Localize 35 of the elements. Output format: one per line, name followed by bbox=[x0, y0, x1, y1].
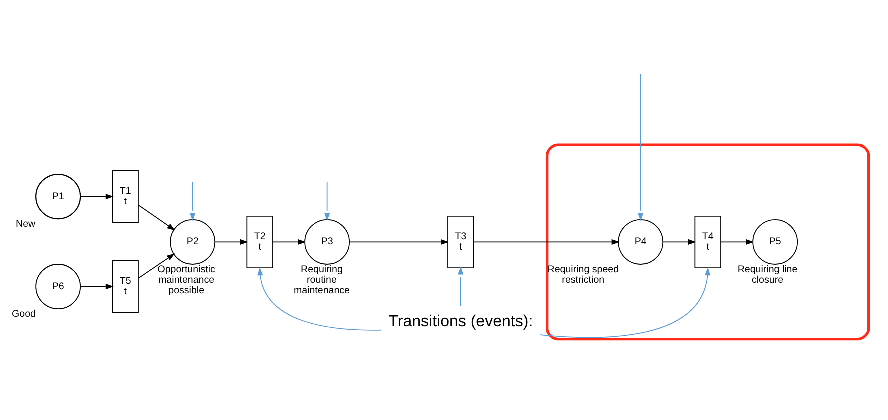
node-circle: P5 bbox=[752, 220, 798, 265]
node-label: Requiring speed restriction bbox=[548, 264, 620, 286]
arrow bbox=[638, 74, 644, 222]
node-circle: P2 bbox=[170, 220, 216, 265]
arrow bbox=[190, 182, 196, 222]
arrow bbox=[349, 239, 450, 246]
node-text: Transitions (events): bbox=[388, 312, 534, 330]
node-circle: P3 bbox=[304, 220, 350, 265]
arrow bbox=[138, 204, 176, 231]
arrow bbox=[720, 239, 754, 246]
arrow bbox=[138, 254, 176, 279]
node-label: Requiring routine maintenance bbox=[294, 264, 350, 297]
node-box: T2 t bbox=[246, 216, 274, 268]
node-label: Good bbox=[12, 308, 36, 320]
arrow bbox=[474, 239, 620, 246]
arrow bbox=[258, 268, 382, 331]
node-box: T5 t bbox=[112, 260, 139, 314]
node-label: New bbox=[16, 218, 36, 230]
node-circle: P6 bbox=[36, 264, 82, 310]
arrow bbox=[80, 284, 114, 290]
arrow bbox=[540, 268, 711, 338]
node-box: T3 t bbox=[448, 216, 474, 268]
arrow bbox=[272, 239, 306, 246]
arrow bbox=[214, 239, 248, 246]
node-label: Opportunistic maintenance possible bbox=[158, 264, 216, 297]
cluster bbox=[546, 144, 870, 341]
arrow bbox=[324, 182, 330, 222]
node-box: T4 t bbox=[694, 216, 722, 268]
node-circle: P1 bbox=[36, 174, 82, 220]
node-circle: P4 bbox=[618, 220, 664, 265]
node-label: Requiring line closure bbox=[738, 264, 798, 286]
arrow bbox=[80, 194, 114, 200]
arrow bbox=[662, 239, 696, 246]
arrow bbox=[458, 266, 464, 307]
node-box: T1 t bbox=[112, 170, 139, 224]
